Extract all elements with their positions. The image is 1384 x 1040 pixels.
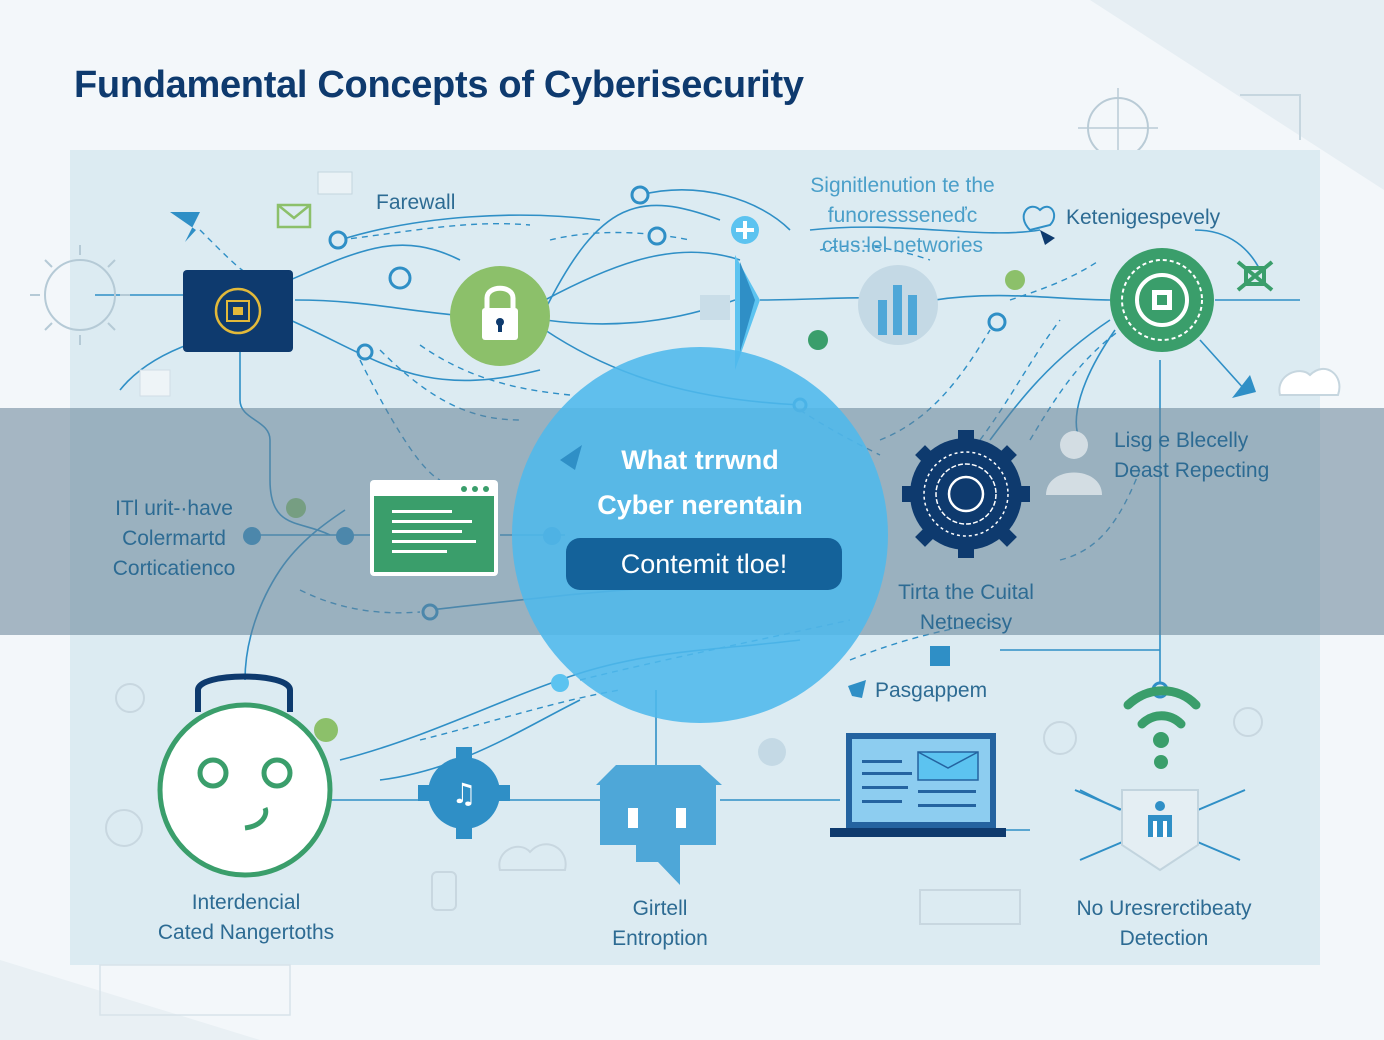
bar-chart-icon <box>858 265 938 345</box>
svg-text:♫: ♫ <box>451 777 476 810</box>
label-passgap: Pasgappem <box>875 679 988 702</box>
label-top-center: Signitlenution te the funoressseneďc ctu… <box>770 171 1035 261</box>
label-right-mid-line: Lisg e Blecelly <box>1114 429 1249 452</box>
label-top-center-line: Signitlenution te the <box>810 174 995 197</box>
label-bottom-center-line: Entroption <box>612 927 708 950</box>
cloud-icon <box>1278 368 1341 396</box>
label-left-line: Colermartd <box>122 527 226 550</box>
label-left-line: ITl urit-·have <box>115 497 233 520</box>
page-title: Fundamental Concepts of Cyberisecurity <box>74 64 804 106</box>
hub-heading: What trrwnd Cyber nerentain <box>560 438 840 528</box>
hub-heading-line: What trrwnd <box>621 445 779 475</box>
hub-action-button[interactable]: Contemit tloe! <box>566 538 842 590</box>
label-bottom-center: Girtell Entroption <box>590 894 730 954</box>
code-gear-icon: ♫ <box>418 747 510 839</box>
label-right-mid: Lisg e Blecelly Deast Repecting <box>1114 426 1269 486</box>
user-icon <box>1046 431 1102 495</box>
label-top-right: Ketenigespevely <box>1066 206 1221 229</box>
label-left-line: Corticatienco <box>112 557 236 580</box>
label-left: ITl urit-·have Colermartd Corticatienco <box>90 494 258 584</box>
label-bottom-center-line: Girtell <box>632 897 688 920</box>
laptop-icon <box>830 733 1006 837</box>
padlock-icon <box>450 266 550 366</box>
label-firewall: Farewall <box>376 191 456 214</box>
browser-window-icon <box>370 480 498 576</box>
hub-heading-line: Cyber nerentain <box>597 490 803 520</box>
label-bottom-right-line: Detection <box>1119 927 1209 950</box>
robot-face-icon <box>157 673 333 878</box>
central-hub-circle <box>512 347 888 723</box>
shield-chip-icon <box>183 270 293 352</box>
label-right-lower-line: Tirta the Cuital <box>898 581 1034 604</box>
label-bottom-left-line: Interdencial <box>191 891 301 914</box>
label-right-lower: Tirta the Cuital Netnecisy <box>880 578 1052 638</box>
label-right-mid-line: Deast Repecting <box>1114 459 1270 482</box>
label-top-center-line: funoressseneďc <box>827 204 978 227</box>
sun-icon <box>30 245 130 345</box>
label-bottom-left-line: Cated Nangertoths <box>157 921 335 944</box>
mail-icon <box>276 203 312 229</box>
building-icon <box>596 765 722 885</box>
label-bottom-right-line: No Uresrerctibeaty <box>1076 897 1252 920</box>
label-top-center-line: ctus:lel networies <box>821 234 984 257</box>
wifi-icon <box>1123 686 1201 729</box>
shield-people-icon <box>1074 789 1246 872</box>
encrypted-gear-icon <box>902 430 1030 558</box>
label-right-lower-line: Netnecisy <box>919 611 1013 634</box>
label-bottom-right: No Uresrerctibeaty Detection <box>1050 894 1278 954</box>
network-node-icon <box>1110 248 1214 352</box>
label-bottom-left: Interdencial Cated Nangertoths <box>130 888 362 948</box>
